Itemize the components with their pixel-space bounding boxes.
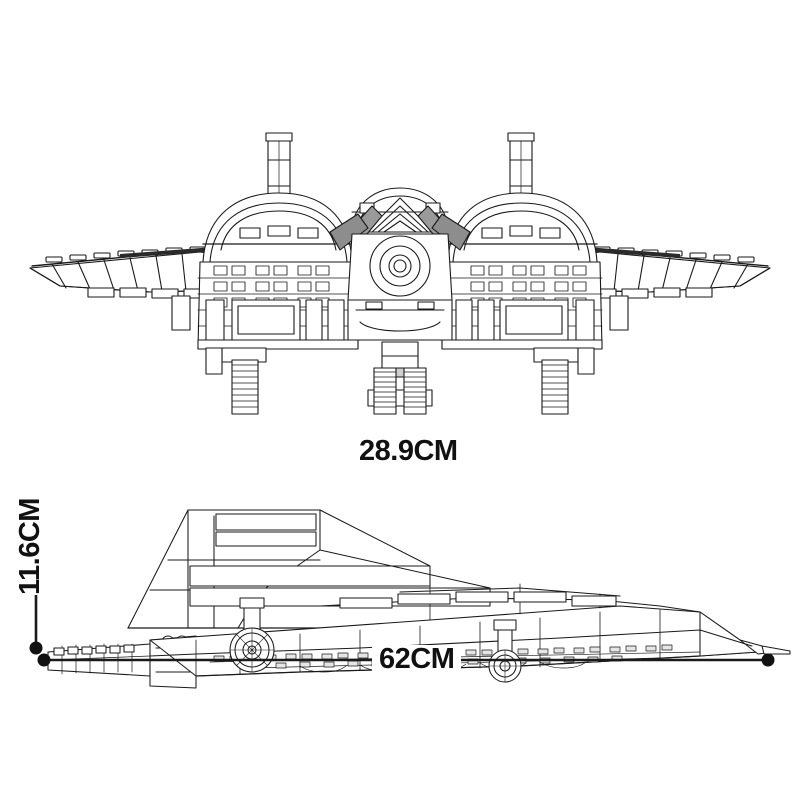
outboard-pylons (171, 295, 629, 331)
right-wing (567, 246, 771, 299)
side-view-drawing (29, 498, 791, 689)
left-wing (29, 246, 233, 299)
left-engine-nacelle (197, 192, 359, 350)
length-dimension-label: 62CM (372, 645, 462, 674)
height-dimension-label: 11.6CM (11, 498, 49, 595)
right-engine-nacelle (441, 192, 603, 350)
front-view (29, 132, 771, 415)
left-main-gear-wheel (205, 347, 267, 415)
wing-edge (319, 583, 701, 621)
right-main-gear-wheel (533, 347, 595, 415)
width-dimension-label: 28.9CM (352, 437, 465, 466)
center-fuselage (329, 187, 471, 415)
tail-fin (127, 509, 491, 629)
front-view-drawing (29, 132, 771, 415)
forward-landing-gear-wheel (488, 619, 522, 683)
side-view (0, 480, 800, 800)
pointed-nose (699, 611, 791, 657)
